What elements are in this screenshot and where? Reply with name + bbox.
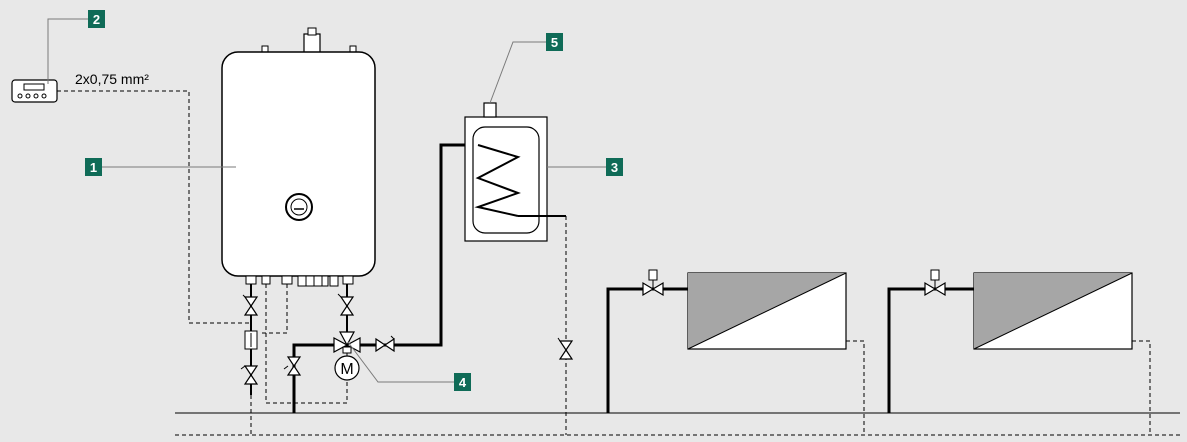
callout-label: 1 bbox=[90, 160, 97, 175]
valve-handle bbox=[283, 365, 289, 370]
temperature-sensor bbox=[483, 102, 497, 118]
boiler-connector bbox=[281, 275, 293, 285]
valve-handle bbox=[557, 337, 561, 342]
controller-button bbox=[33, 93, 39, 99]
radiator-flow-pipe bbox=[887, 287, 974, 413]
heating-coil bbox=[474, 144, 521, 217]
gauge-dial bbox=[290, 198, 308, 216]
controller-body bbox=[11, 79, 58, 103]
boiler-return-piping bbox=[240, 284, 259, 435]
radiator bbox=[606, 269, 865, 435]
callout-box bbox=[88, 10, 105, 28]
radiator bbox=[887, 269, 1151, 435]
thermostatic-valve-icon bbox=[924, 281, 937, 297]
callout-label: 5 bbox=[551, 35, 558, 50]
thermostatic-valve-icon bbox=[642, 281, 655, 297]
radiator-return-pipe bbox=[846, 340, 865, 435]
cylinder-tank bbox=[472, 126, 540, 234]
controller-button bbox=[25, 93, 31, 99]
motor-wiring bbox=[260, 284, 348, 404]
callout-tag-4: 4 bbox=[454, 373, 471, 391]
boiler bbox=[221, 27, 376, 287]
controller-display bbox=[23, 83, 45, 91]
callout-label: 3 bbox=[611, 160, 618, 175]
cable-spec-label: 2x0,75 mm² bbox=[75, 71, 149, 87]
valve-handle bbox=[390, 335, 395, 340]
leader-line-5 bbox=[489, 41, 546, 104]
air-vent-cap bbox=[307, 27, 317, 36]
thermostatic-head bbox=[648, 269, 658, 281]
valve-icon bbox=[243, 296, 259, 308]
boiler-connector bbox=[245, 275, 257, 285]
valve-icon bbox=[243, 304, 259, 316]
heating-flow-piping bbox=[283, 143, 478, 413]
callout-label: 4 bbox=[459, 375, 467, 390]
boiler-connector bbox=[329, 275, 339, 287]
boiler-connector bbox=[261, 275, 271, 285]
motor-icon bbox=[334, 355, 360, 381]
floor-pipes bbox=[175, 412, 1180, 436]
leader-line-4 bbox=[347, 341, 454, 383]
three-way-valve-icon bbox=[338, 331, 356, 347]
radiator-diagonal bbox=[973, 272, 1133, 350]
radiator-return-pipe bbox=[1132, 340, 1151, 435]
radiator-flow-pipe bbox=[606, 287, 688, 413]
motor-label: M bbox=[340, 361, 353, 378]
valve-icon bbox=[375, 337, 387, 353]
callout-label: 2 bbox=[93, 12, 100, 27]
controller-button bbox=[17, 93, 23, 99]
valve-handle bbox=[240, 365, 246, 370]
callout-box bbox=[85, 158, 102, 176]
valve-icon bbox=[286, 364, 302, 376]
boiler-connector bbox=[342, 275, 354, 285]
callout-box bbox=[546, 33, 563, 51]
valve-handle bbox=[242, 294, 246, 298]
controller-cable bbox=[57, 90, 250, 324]
diverter-piping: M bbox=[333, 284, 395, 381]
boiler-pressure-gauge-icon bbox=[285, 193, 313, 221]
valve-icon bbox=[243, 365, 259, 377]
callout-tag-2: 2 bbox=[88, 10, 105, 28]
boiler-casing bbox=[221, 51, 376, 277]
valve-icon bbox=[243, 373, 259, 385]
radiator-diagonal bbox=[687, 272, 847, 350]
three-way-valve-icon bbox=[345, 336, 361, 354]
valve-icon bbox=[286, 356, 302, 368]
three-way-valve-icon bbox=[333, 336, 349, 354]
leader-line-2 bbox=[47, 18, 88, 84]
room-controller: 2x0,75 mm² bbox=[11, 71, 250, 324]
valve-icon bbox=[339, 296, 355, 308]
callout-tag-5: 5 bbox=[546, 33, 563, 51]
sensor-cable bbox=[260, 284, 288, 334]
valve-icon bbox=[383, 337, 395, 353]
callout-tag-1: 1 bbox=[85, 158, 102, 176]
valve-actuator bbox=[342, 346, 352, 354]
controller-button bbox=[41, 93, 47, 99]
callout-box bbox=[454, 373, 471, 391]
motor-cable bbox=[265, 284, 348, 404]
boiler-electrical-block bbox=[297, 275, 329, 287]
valve-icon bbox=[558, 340, 574, 352]
callout-leaders bbox=[47, 18, 606, 383]
callout-tag-3: 3 bbox=[606, 158, 623, 176]
callout-box bbox=[606, 158, 623, 176]
thermostatic-head bbox=[930, 269, 940, 281]
valve-icon bbox=[558, 348, 574, 360]
valve-icon bbox=[339, 304, 355, 316]
thermostatic-valve-icon bbox=[933, 281, 946, 297]
hot-water-cylinder bbox=[464, 102, 574, 435]
thermostatic-valve-icon bbox=[651, 281, 664, 297]
valve-handle bbox=[337, 293, 342, 298]
